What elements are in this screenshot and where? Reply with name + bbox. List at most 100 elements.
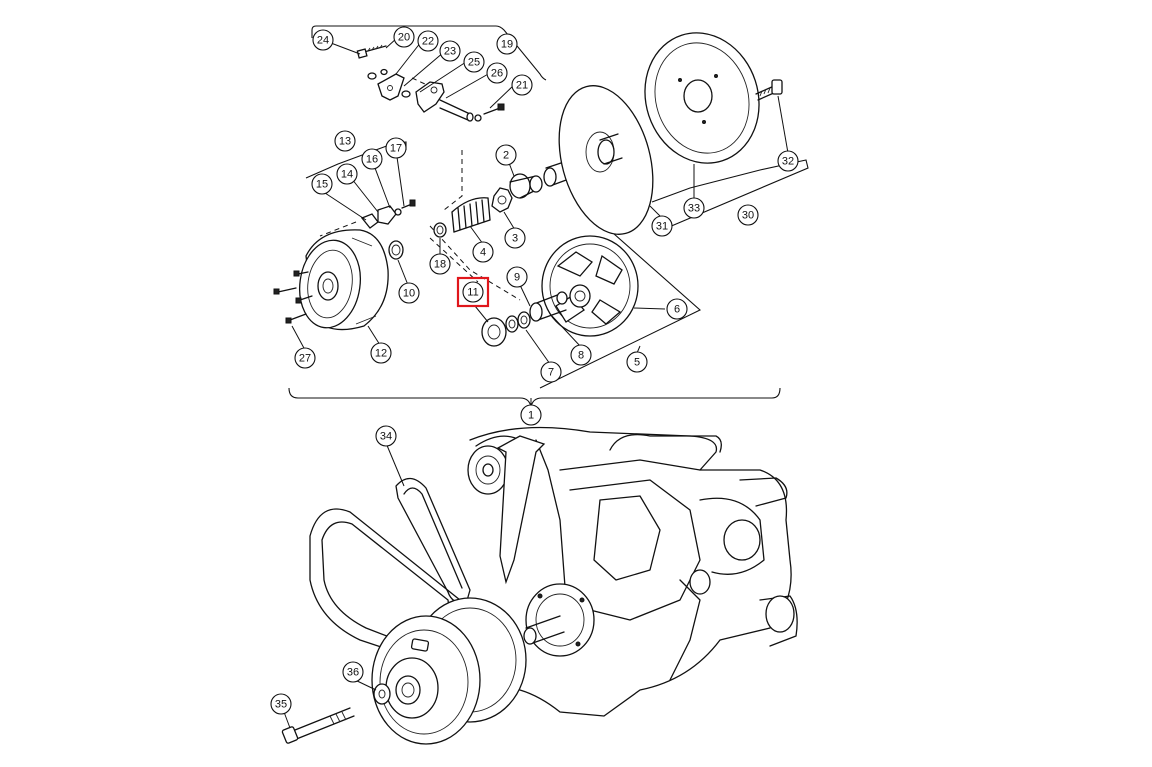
callout-label: 18 <box>434 259 446 271</box>
callout-7: 7 <box>540 361 562 383</box>
callout-13: 13 <box>334 130 356 152</box>
callout-circle <box>439 40 461 62</box>
callout-label: 3 <box>512 233 518 245</box>
callout-32: 32 <box>777 150 799 172</box>
callout-circle <box>520 404 542 426</box>
callout-label: 7 <box>548 367 554 379</box>
callout-label: 20 <box>398 32 410 44</box>
callout-24: 24 <box>312 29 334 51</box>
callout-circle <box>666 298 688 320</box>
callout-label: 22 <box>422 36 434 48</box>
callout-label: 15 <box>316 179 328 191</box>
callout-label: 25 <box>468 57 480 69</box>
callout-18: 18 <box>429 253 451 275</box>
callout-circle <box>398 282 420 304</box>
callout-label: 23 <box>444 46 456 58</box>
leader-lines <box>280 37 789 729</box>
callout-10: 10 <box>398 282 420 304</box>
callout-9: 9 <box>506 266 528 288</box>
callout-label: 9 <box>514 272 520 284</box>
callout-label: 32 <box>782 156 794 168</box>
callout-label: 30 <box>742 210 754 222</box>
callout-circle <box>651 215 673 237</box>
callout-label: 2 <box>503 150 509 162</box>
callout-label: 19 <box>501 39 513 51</box>
callout-label: 27 <box>299 353 311 365</box>
callout-circle <box>311 173 333 195</box>
callout-12: 12 <box>370 342 392 364</box>
callout-circle <box>737 204 759 226</box>
callout-circle <box>429 253 451 275</box>
callout-11: 11 <box>462 281 484 303</box>
callout-circle <box>540 361 562 383</box>
callout-circle <box>472 241 494 263</box>
callout-25: 25 <box>463 51 485 73</box>
callout-15: 15 <box>311 173 333 195</box>
callout-circle <box>361 148 383 170</box>
highlight-box <box>456 276 490 308</box>
callout-circle <box>511 74 533 96</box>
callout-label: 12 <box>375 348 387 360</box>
callout-5: 5 <box>626 351 648 373</box>
callout-6: 6 <box>666 298 688 320</box>
callout-26: 26 <box>486 62 508 84</box>
callout-circle <box>385 137 407 159</box>
callout-circle <box>375 425 397 447</box>
callout-14: 14 <box>336 163 358 185</box>
callout-label: 21 <box>516 80 528 92</box>
callout-8: 8 <box>570 344 592 366</box>
callout-label: 10 <box>403 288 415 300</box>
callout-circle <box>504 227 526 249</box>
callout-23: 23 <box>439 40 461 62</box>
callout-17: 17 <box>385 137 407 159</box>
callout-circle <box>417 30 439 52</box>
callout-label: 31 <box>656 221 668 233</box>
callout-34: 34 <box>375 425 397 447</box>
callout-label: 16 <box>366 154 378 166</box>
callout-21: 21 <box>511 74 533 96</box>
callout-31: 31 <box>651 215 673 237</box>
callout-circle <box>462 281 484 303</box>
callout-circle <box>486 62 508 84</box>
callout-circle <box>777 150 799 172</box>
callout-label: 14 <box>341 169 353 181</box>
callout-circle <box>506 266 528 288</box>
callout-label: 36 <box>347 667 359 679</box>
callout-1: 1 <box>520 404 542 426</box>
callout-circle <box>393 26 415 48</box>
callout-circle <box>570 344 592 366</box>
callout-label: 4 <box>480 247 486 259</box>
callout-circle <box>626 351 648 373</box>
callout-label: 34 <box>380 431 392 443</box>
drive-clutch-12 <box>273 199 416 331</box>
callout-label: 35 <box>275 699 287 711</box>
callout-label: 5 <box>634 357 640 369</box>
driven-clutch-6 <box>481 235 639 347</box>
callout-label: 1 <box>528 410 534 422</box>
callout-16: 16 <box>361 148 383 170</box>
callout-label: 13 <box>339 136 351 148</box>
callout-label: 6 <box>674 304 680 316</box>
callout-30: 30 <box>737 204 759 226</box>
callout-19: 19 <box>496 33 518 55</box>
callout-label: 17 <box>390 143 402 155</box>
callout-circle <box>294 347 316 369</box>
callout-33: 33 <box>683 197 705 219</box>
callout-27: 27 <box>294 347 316 369</box>
callout-20: 20 <box>393 26 415 48</box>
engine-assembly <box>281 426 798 745</box>
callout-circle <box>463 51 485 73</box>
pulley-33 <box>644 32 783 164</box>
callout-circle <box>683 197 705 219</box>
callout-35: 35 <box>270 693 292 715</box>
callout-22: 22 <box>417 30 439 52</box>
callout-circle <box>336 163 358 185</box>
callout-circle <box>312 29 334 51</box>
spring-assembly <box>433 173 543 238</box>
callout-circle <box>334 130 356 152</box>
callout-36: 36 <box>342 661 364 683</box>
callout-label: 33 <box>688 203 700 215</box>
callout-circle <box>496 33 518 55</box>
